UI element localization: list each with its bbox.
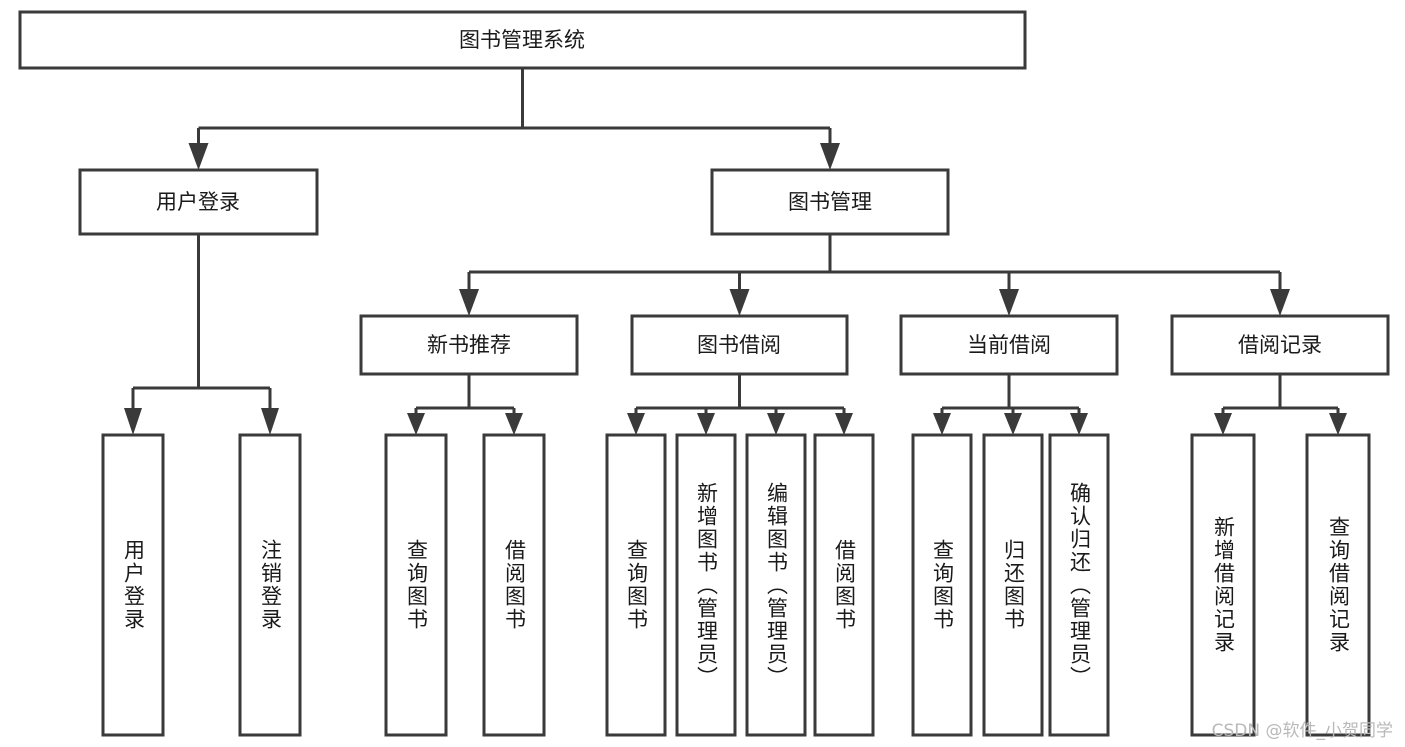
leaf-box[interactable] [384,433,448,737]
leaf-box[interactable] [1305,433,1371,737]
leaf-box[interactable] [745,433,807,737]
leaf-box[interactable] [605,433,667,737]
node-new-book-recommend-label: 新书推荐 [427,333,511,357]
connector-user-login-to-leaves [124,234,279,435]
node-user-login-label: 用户登录 [156,190,240,214]
node-root-system-label: 图书管理系统 [459,28,585,52]
csdn-watermark: CSDN @软件_小贺同学 [1211,721,1393,741]
connector-new-book-rec-to-leaves [407,374,523,435]
connector-current-borrow-to-leaves [933,374,1088,435]
node-book-management[interactable]: 图书管理 [710,168,950,236]
node-borrow-record-label: 借阅记录 [1238,333,1322,357]
node-book-management-label: 图书管理 [788,190,872,214]
connector-book-borrow-to-leaves [627,374,853,435]
node-root-system[interactable]: 图书管理系统 [18,10,1027,70]
leaf-box[interactable] [1190,433,1256,737]
leaf-box[interactable] [482,433,546,737]
leaf-box[interactable] [238,433,302,737]
leaf-box[interactable] [982,433,1044,737]
node-borrow-record[interactable]: 借阅记录 [1170,314,1390,376]
node-user-login[interactable]: 用户登录 [78,168,319,236]
leaf-box[interactable] [1048,433,1110,737]
connector-book-mgmt-to-level3 [459,234,1290,316]
node-book-borrow[interactable]: 图书借阅 [630,314,849,376]
node-new-book-recommend[interactable]: 新书推荐 [359,314,579,376]
node-book-borrow-label: 图书借阅 [697,333,781,357]
leaf-box[interactable] [911,433,973,737]
connector-borrow-record-to-leaves [1214,374,1347,435]
connector-root-to-level2 [188,68,840,170]
leaf-box[interactable] [813,433,875,737]
leaf-boxes [101,433,1371,737]
node-current-borrow[interactable]: 当前借阅 [899,314,1119,376]
leaf-box[interactable] [101,433,165,737]
node-current-borrow-label: 当前借阅 [967,333,1051,357]
leaf-box[interactable] [675,433,737,737]
